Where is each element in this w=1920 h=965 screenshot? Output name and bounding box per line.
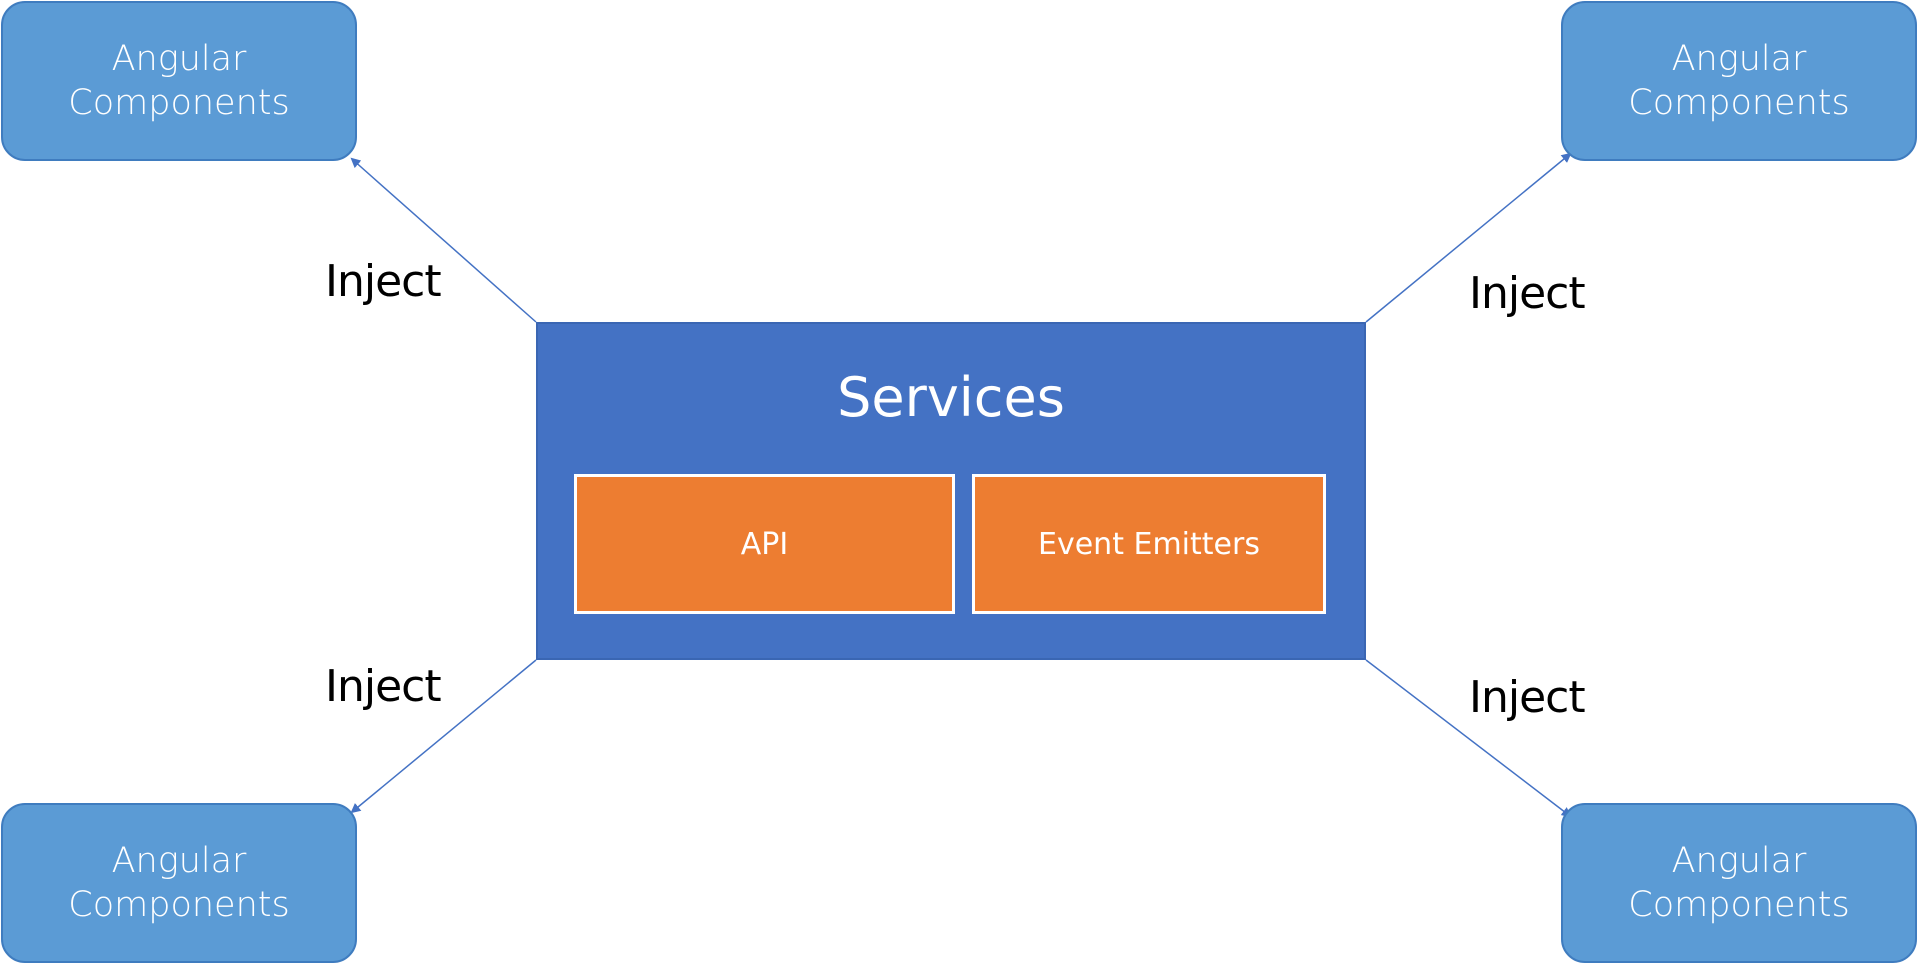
inject-label-top-right: Inject: [1469, 268, 1586, 319]
inject-label-top-left: Inject: [325, 256, 442, 307]
inject-label-bottom-left: Inject: [325, 661, 442, 712]
services-box: Services API Event Emitters: [536, 322, 1366, 660]
component-label: Angular Components: [68, 841, 290, 925]
api-label: API: [740, 526, 789, 562]
api-box: API: [574, 474, 955, 614]
component-label: Angular Components: [1628, 39, 1850, 123]
component-label: Angular Components: [1628, 841, 1850, 925]
angular-components-box-top-left: Angular Components: [1, 1, 357, 161]
angular-components-box-bottom-right: Angular Components: [1561, 803, 1917, 963]
event-emitters-box: Event Emitters: [972, 474, 1326, 614]
angular-components-box-top-right: Angular Components: [1561, 1, 1917, 161]
inject-label-bottom-right: Inject: [1469, 672, 1586, 723]
angular-components-box-bottom-left: Angular Components: [1, 803, 357, 963]
event-emitters-label: Event Emitters: [1038, 526, 1260, 562]
component-label: Angular Components: [68, 39, 290, 123]
services-title: Services: [837, 366, 1065, 429]
